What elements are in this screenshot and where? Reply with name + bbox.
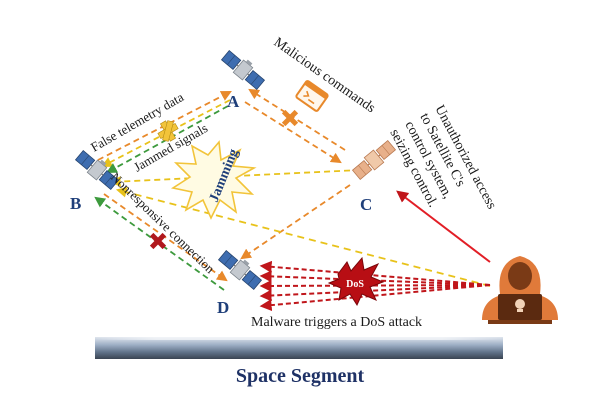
dos-ray-3 (259, 279, 491, 292)
link-c-a-commands (248, 88, 346, 151)
x-mark-icon (157, 120, 179, 142)
dos-label: DoS (346, 279, 364, 290)
satellite-d-icon (216, 246, 266, 292)
starburst-icon (170, 140, 257, 220)
link-a-b-green (106, 105, 229, 174)
dos-ray-5 (259, 284, 491, 312)
dos-ray-4 (259, 284, 491, 302)
malicious-commands-label: Malicious commands (271, 35, 378, 116)
link-hacker-b (115, 186, 491, 287)
link-c-d (240, 184, 351, 260)
dos-ray-1 (259, 260, 491, 286)
node-label-c: C (360, 195, 372, 214)
node-label-b: B (70, 194, 81, 213)
x-mark-icon (149, 232, 167, 250)
unauthorized-label: Unauthorized access to Satellite C's con… (386, 103, 498, 212)
segment-title: Space Segment (236, 365, 365, 387)
link-d-b-green (94, 196, 225, 291)
satellite-c-icon (350, 138, 398, 182)
satellite-a-icon (219, 46, 269, 92)
node-label-a: A (227, 92, 240, 111)
terminal-icon (295, 80, 329, 112)
earth-horizon (95, 337, 503, 359)
node-label-d: D (217, 298, 229, 317)
malware-label: Malware triggers a DoS attack (251, 315, 422, 330)
link-a-c (244, 101, 342, 164)
x-mark-icon (281, 109, 299, 127)
hacker-icon (482, 256, 558, 324)
link-hacker-c (396, 190, 491, 263)
dos-burst-icon (327, 256, 385, 307)
